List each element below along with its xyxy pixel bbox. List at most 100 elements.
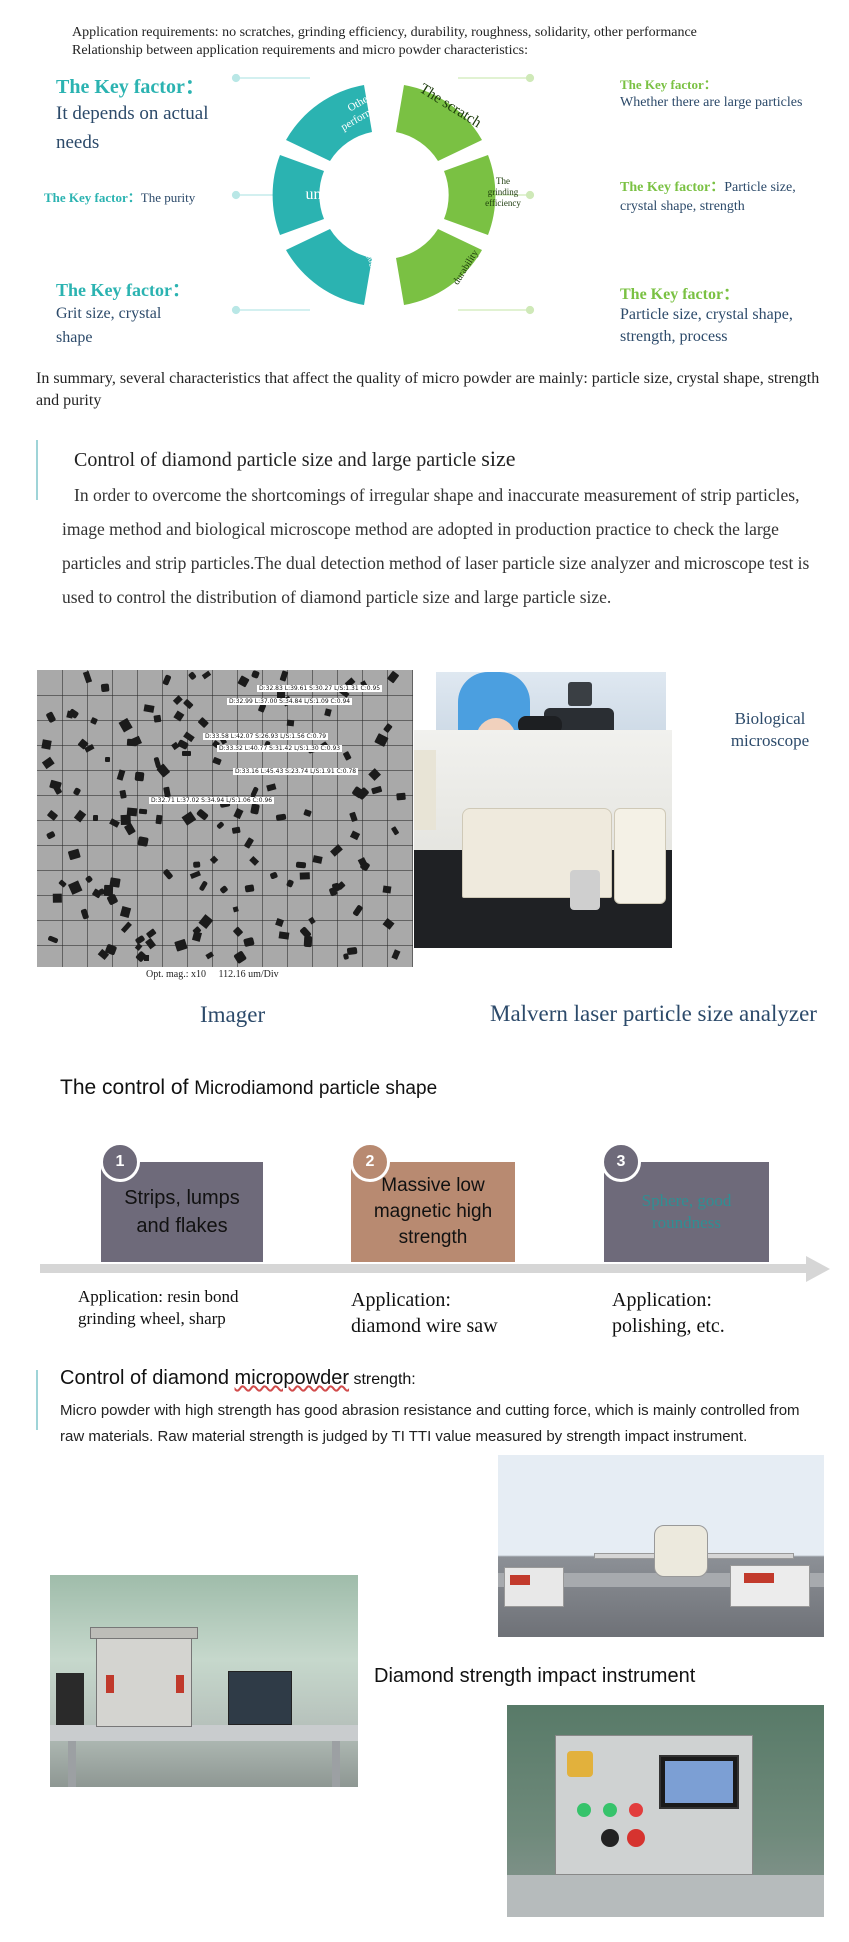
- strength-title-a: Control of diamond: [60, 1367, 235, 1389]
- instrument-display-left: [510, 1575, 530, 1585]
- grid-line: [337, 670, 338, 967]
- strength-title-b: micropowder: [234, 1367, 350, 1389]
- factor-bottom-left: The Key factor： Grit size, crystal shape: [56, 276, 196, 350]
- particle: [108, 818, 120, 829]
- control-panel-photo: [507, 1705, 824, 1917]
- imager-photo: D:32.83 L:39.61 S:30.27 L/S:1.31 C:0.95 …: [37, 670, 413, 967]
- particle: [211, 756, 222, 766]
- black-stand: [56, 1673, 84, 1725]
- grid-line: [262, 670, 263, 967]
- particle: [163, 786, 172, 798]
- grid-line: [37, 945, 413, 946]
- particle: [219, 885, 229, 895]
- instrument-drum: [654, 1525, 708, 1577]
- section-strength-title: Control of diamond micropowder strength:: [60, 1367, 416, 1390]
- shape-app-3: Application: polishing, etc.: [612, 1289, 725, 1337]
- section-size-title-tail: size: [481, 446, 516, 471]
- grid-line: [112, 670, 113, 967]
- panel-table: [507, 1875, 824, 1917]
- instrument-box-right: [730, 1565, 810, 1607]
- particle: [370, 785, 382, 794]
- table-leg-left: [68, 1741, 76, 1787]
- grid-line: [37, 870, 413, 871]
- particle: [276, 691, 285, 702]
- factor-prefix: The Key factor：: [620, 77, 717, 92]
- particle: [275, 813, 287, 821]
- particle: [278, 931, 289, 940]
- camera-box: [568, 682, 592, 706]
- grey-box-handle-left: [106, 1675, 114, 1693]
- instrument-display-right: [744, 1573, 774, 1583]
- factor-mid-left: The Key factor：The purity: [44, 187, 244, 207]
- particle: [143, 704, 154, 714]
- intro-text: Application requirements: no scratches, …: [72, 24, 812, 60]
- factor-text: The purity: [140, 190, 196, 205]
- factor-text: Whether there are large particles: [620, 95, 803, 110]
- particle: [119, 790, 128, 799]
- particle: [183, 731, 196, 742]
- particle: [68, 880, 83, 895]
- grid-line: [37, 920, 413, 921]
- particle: [368, 767, 382, 781]
- particle: [67, 848, 81, 861]
- factor-bottom-right: The Key factor： Particle size, crystal s…: [620, 280, 810, 348]
- panel-light-green-1: [577, 1803, 591, 1817]
- particle: [193, 861, 201, 868]
- particle: [173, 694, 183, 705]
- particle: [312, 855, 323, 865]
- particle: [201, 670, 212, 680]
- particle: [145, 928, 158, 939]
- particle: [66, 710, 73, 719]
- particle: [279, 670, 288, 682]
- section-shape-title-a: The control of: [60, 1076, 195, 1099]
- particle: [177, 739, 190, 751]
- panel-button-black: [601, 1829, 619, 1847]
- grid-line: [37, 795, 413, 796]
- particle: [174, 938, 188, 952]
- particle: [195, 808, 209, 821]
- particle: [285, 879, 295, 889]
- particle: [330, 844, 344, 857]
- particle: [58, 879, 67, 889]
- particle: [265, 783, 277, 792]
- section-size-body: In order to overcome the shortcomings of…: [62, 485, 810, 607]
- instrument-box-left: [504, 1567, 564, 1607]
- particle: [119, 905, 131, 918]
- particle: [249, 803, 260, 815]
- step-number-3: 3: [601, 1142, 641, 1182]
- particle: [181, 811, 197, 826]
- imager-label: Imager: [200, 1002, 266, 1027]
- factor-text: It depends on actual needs: [56, 103, 209, 153]
- factor-prefix: The Key factor：: [620, 180, 725, 195]
- analyzer-side: [614, 808, 666, 904]
- ring-segment-unity: [272, 155, 324, 235]
- particle: [72, 786, 82, 796]
- grid-line: [412, 670, 413, 967]
- particle: [230, 826, 241, 835]
- dark-control-box: [228, 1671, 292, 1725]
- grid-line: [162, 670, 163, 967]
- grid-line: [237, 670, 238, 967]
- section-shape-title: The control of Microdiamond particle sha…: [60, 1076, 437, 1100]
- intro-line-2: Relationship between application require…: [72, 43, 529, 58]
- section-size-title: Control of diamond particle size and lar…: [74, 446, 515, 472]
- grid-line: [37, 695, 413, 696]
- particle: [173, 710, 184, 722]
- particle: [183, 698, 194, 709]
- particle: [45, 830, 56, 839]
- particle: [249, 856, 260, 867]
- grid-line: [37, 770, 413, 771]
- panel-button-red: [627, 1829, 645, 1847]
- particle: [199, 879, 209, 891]
- grid-line: [312, 670, 313, 967]
- impact-instrument-photo-2: [50, 1575, 358, 1787]
- malvern-label: Malvern laser particle size analyzer: [490, 1001, 817, 1026]
- timeline-arrow-shaft: [40, 1264, 820, 1273]
- particle: [209, 855, 219, 865]
- grid-line: [37, 845, 413, 846]
- particle: [104, 884, 114, 896]
- shape-box-3-label: Sphere, good roundness: [641, 1191, 732, 1232]
- instrument-caption: Diamond strength impact instrument: [374, 1665, 696, 1687]
- particle: [188, 671, 198, 681]
- particle: [162, 674, 172, 686]
